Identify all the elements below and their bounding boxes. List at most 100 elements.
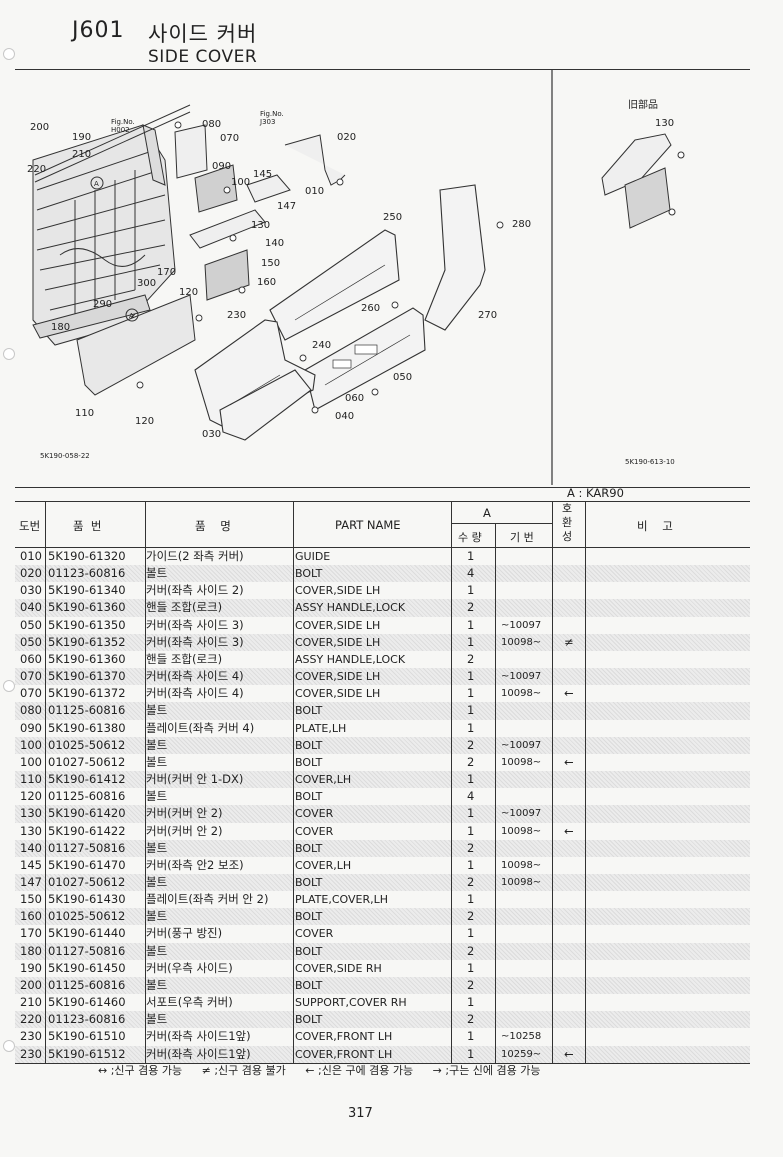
row-serial-range: ~10097: [501, 619, 542, 631]
row-quantity: 1: [467, 772, 475, 787]
legend-notes: ↔ ;신구 겸용 가능 ≠ ;신구 겸용 불가 ← ;신은 구에 겸용 가능 →…: [98, 1062, 557, 1078]
row-part-number: 01123-60816: [48, 1012, 126, 1027]
row-ref-number: 140: [20, 840, 42, 855]
binder-hole: [3, 680, 15, 692]
row-name-korean: 커버(좌측 사이드 3): [146, 617, 244, 632]
header-interchange: 호 환 성: [562, 502, 573, 543]
row-name-korean: 커버(좌측 사이드 4): [146, 669, 244, 684]
row-ref-number: 050: [20, 617, 42, 632]
row-serial-range: ~10097: [501, 671, 542, 683]
binder-hole: [3, 1040, 15, 1052]
row-part-number: 5K190-61372: [48, 686, 126, 701]
row-serial-range: 10259~: [501, 1048, 542, 1060]
row-ref-number: 220: [20, 1012, 42, 1027]
row-name-korean: 핸들 조합(로크): [146, 651, 223, 666]
binder-hole: [3, 348, 15, 360]
row-part-number: 5K190-61420: [48, 806, 126, 821]
row-name-korean: 플레이트(좌측 커버 안 2): [146, 892, 269, 907]
row-quantity: 1: [467, 549, 475, 563]
old-parts-inset: 旧部品 130 5K190-613-10: [601, 98, 685, 466]
row-name-korean: 커버(좌측 사이드1앞): [146, 1046, 251, 1061]
row-part-number: 5K190-61370: [48, 669, 126, 684]
row-part-number: 01027-50612: [48, 754, 126, 769]
row-part-name: COVER,SIDE LH: [295, 670, 381, 684]
row-part-name: BOLT: [295, 738, 323, 752]
row-quantity: 1: [467, 634, 475, 649]
row-ref-number: 040: [20, 600, 42, 615]
row-part-number: 5K190-61352: [48, 634, 126, 649]
row-part-name: BOLT: [295, 704, 323, 718]
row-part-name: BOLT: [295, 1013, 323, 1027]
row-part-name: COVER,SIDE RH: [295, 961, 382, 975]
page-code: J601: [72, 18, 125, 43]
row-ref-number: 070: [20, 669, 42, 684]
svg-text:020: 020: [337, 132, 356, 143]
row-part-name: COVER,LH: [295, 773, 352, 787]
row-ref-number: 090: [20, 720, 42, 735]
row-part-number: 5K190-61380: [48, 720, 126, 735]
row-quantity: 1: [467, 617, 475, 632]
svg-text:210: 210: [72, 149, 91, 160]
row-ref-number: 100: [20, 737, 42, 752]
row-ref-number: 147: [20, 874, 42, 889]
row-part-number: 5K190-61450: [48, 960, 126, 975]
row-part-number: 5K190-61510: [48, 1029, 126, 1044]
row-name-korean: 플레이트(좌측 커버 4): [146, 720, 255, 735]
row-name-korean: 커버(우측 사이드): [146, 960, 233, 975]
row-part-name: PLATE,COVER,LH: [295, 893, 389, 907]
row-part-name: COVER,SIDE LH: [295, 687, 381, 701]
row-ref-number: 120: [20, 789, 42, 804]
row-quantity: 1: [467, 1029, 475, 1044]
legend-note: → ;구는 신에 겸용 가능: [432, 1064, 541, 1077]
row-name-korean: 커버(좌측 안2 보조): [146, 857, 244, 872]
row-quantity: 2: [467, 1012, 475, 1027]
svg-text:040: 040: [335, 411, 354, 422]
row-part-name: BOLT: [295, 755, 323, 769]
header-group-a: A: [483, 506, 491, 520]
row-quantity: 1: [467, 857, 475, 872]
row-interchange: ←: [564, 754, 574, 769]
inner-covers: [174, 124, 346, 301]
fig-references: Fig.No. H002 Fig.No. J303: [111, 110, 284, 134]
svg-text:170: 170: [157, 267, 176, 278]
row-ref-number: 230: [20, 1046, 42, 1061]
row-part-number: 5K190-61412: [48, 772, 126, 787]
row-ref-number: 110: [20, 772, 42, 787]
svg-text:080: 080: [202, 119, 221, 130]
row-name-korean: 볼트: [146, 737, 168, 752]
row-name-korean: 볼트: [146, 977, 168, 992]
svg-text:J303: J303: [259, 118, 275, 126]
svg-text:130: 130: [251, 220, 270, 231]
row-ref-number: 060: [20, 651, 42, 666]
svg-text:140: 140: [265, 238, 284, 249]
header-part-name: PART NAME: [335, 518, 401, 532]
bolts: [136, 121, 504, 414]
row-part-name: BOLT: [295, 944, 323, 958]
row-part-number: 01125-60816: [48, 977, 126, 992]
row-part-name: COVER,FRONT LH: [295, 1030, 393, 1044]
legend-note: ↔ ;신구 겸용 가능: [98, 1064, 183, 1077]
row-part-number: 01125-60816: [48, 703, 126, 718]
svg-text:A: A: [94, 180, 99, 188]
row-part-number: 5K190-61350: [48, 617, 126, 632]
row-quantity: 2: [467, 840, 475, 855]
page-title-korean: 사이드 커버: [148, 22, 258, 46]
row-name-korean: 커버(좌측 사이드 4): [146, 686, 244, 701]
row-quantity: 4: [467, 566, 475, 581]
header-qty: 수 량: [458, 531, 482, 544]
row-part-name: BOLT: [295, 790, 323, 804]
row-part-number: 01127-50816: [48, 943, 126, 958]
row-part-name: COVER: [295, 807, 334, 821]
